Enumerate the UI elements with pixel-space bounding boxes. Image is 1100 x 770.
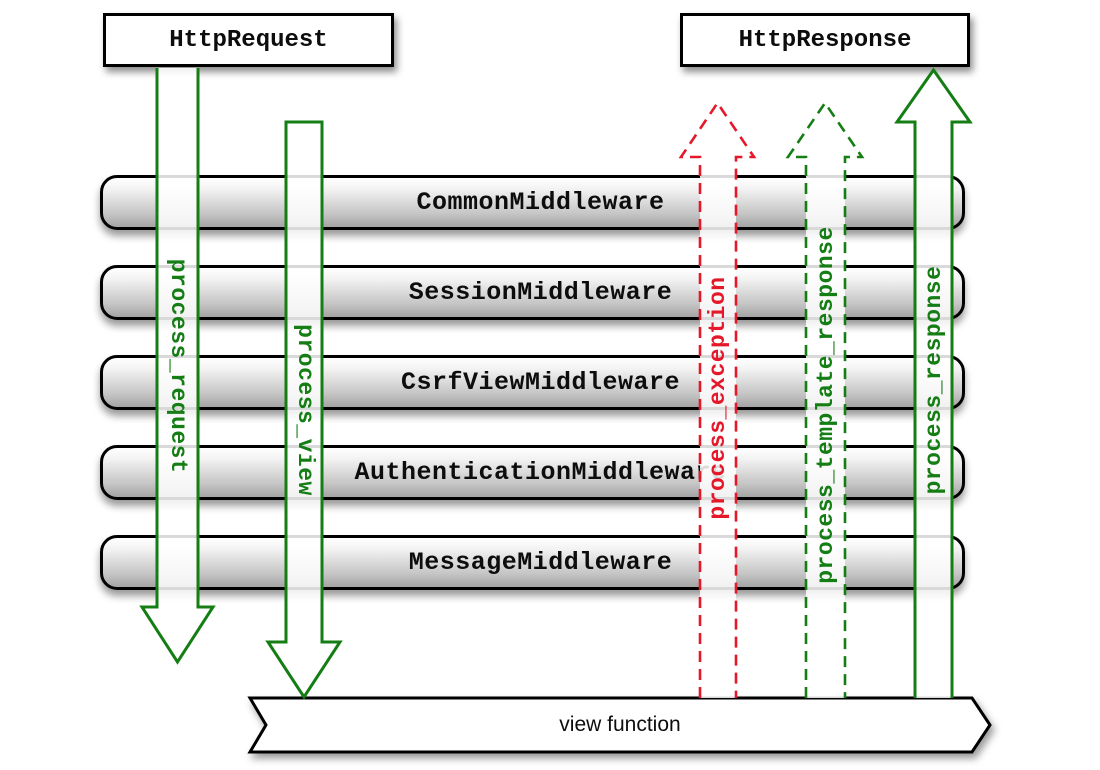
- http-response-box: HttpResponse: [680, 13, 970, 67]
- middleware-bar-label: CommonMiddleware: [416, 188, 665, 217]
- middleware-bar-label: SessionMiddleware: [408, 278, 673, 307]
- middleware-bar-label: CsrfViewMiddleware: [400, 368, 681, 397]
- process-response-label: process_response: [921, 265, 947, 495]
- process-request-label: process_request: [165, 258, 191, 474]
- process-template-response-label: process_template_response: [813, 226, 839, 584]
- view-function-banner: [247, 696, 992, 754]
- process-exception-label: process_exception: [705, 276, 731, 520]
- http-request-label: HttpRequest: [169, 26, 328, 54]
- view-function-label: view function: [559, 713, 681, 736]
- process-view-label: process_view: [292, 324, 318, 496]
- http-response-label: HttpResponse: [738, 26, 912, 54]
- view-function-banner-shape: [247, 696, 992, 754]
- middleware-bar-label: AuthenticationMiddleware: [354, 458, 727, 487]
- middleware-bar-common: CommonMiddleware: [100, 175, 965, 230]
- middleware-bar-label: MessageMiddleware: [408, 548, 673, 577]
- http-request-box: HttpRequest: [103, 13, 394, 67]
